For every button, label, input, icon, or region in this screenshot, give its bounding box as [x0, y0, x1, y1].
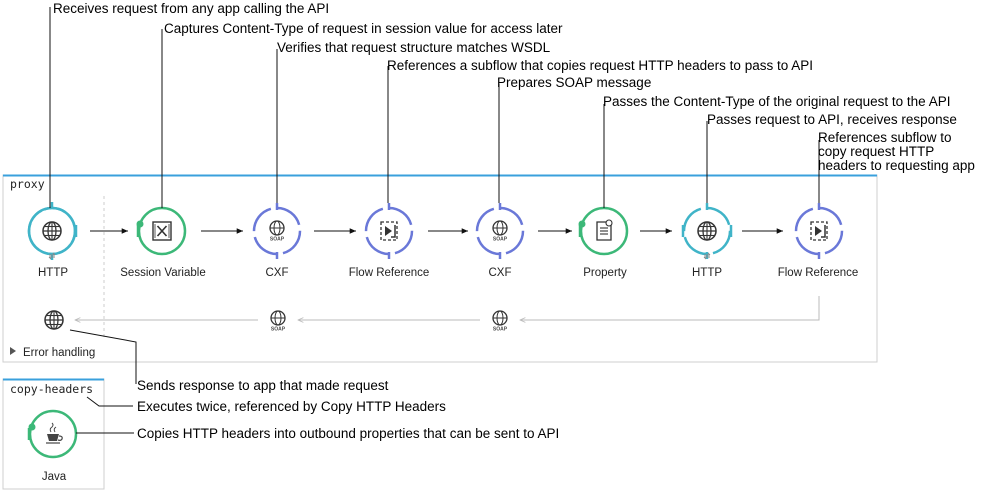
flow-reference-icon [380, 221, 398, 241]
globe-icon [697, 221, 717, 241]
http-inbound-node[interactable]: HTTP [27, 202, 78, 279]
annotation-sends-response: Sends response to app that made request [137, 378, 389, 393]
cxf-node-2[interactable]: SOAP CXF [475, 203, 525, 279]
annotation-captures-content-type: Captures Content-Type of request in sess… [164, 21, 563, 36]
error-handling-toggle[interactable]: Error handling [10, 347, 95, 359]
response-soap-icon: SOAP [270, 310, 286, 333]
node-label: CXF [266, 267, 289, 279]
annotations: Receives request from any app calling th… [53, 1, 975, 441]
java-node[interactable]: Java [27, 409, 78, 483]
soap-text: SOAP [493, 237, 508, 243]
annotation-references-subflow-copy-1: References subflow to [818, 130, 952, 145]
session-variable-icon [152, 221, 172, 241]
annotation-leaders [49, 7, 820, 434]
flow-reference-node-1[interactable]: Flow Reference [349, 203, 430, 279]
node-label: Session Variable [120, 267, 205, 279]
property-icon [596, 219, 613, 241]
proxy-flow[interactable]: proxy [2, 174, 878, 363]
error-handling-label: Error handling [23, 347, 95, 359]
exchange-pattern-icon [48, 252, 56, 260]
annotation-references-subflow-copy-3: headers to requesting app [818, 158, 975, 173]
response-http-icon [44, 310, 64, 330]
soap-text: SOAP [270, 237, 285, 243]
flow-reference-icon [810, 221, 828, 241]
annotation-passes-content-type: Passes the Content-Type of the original … [603, 94, 950, 109]
annotation-receives-request: Receives request from any app calling th… [53, 1, 329, 16]
annotation-references-subflow: References a subflow that copies request… [387, 58, 813, 73]
node-label: HTTP [692, 267, 722, 279]
soap-text: SOAP [493, 327, 508, 333]
soap-text: SOAP [271, 327, 286, 333]
property-node[interactable]: Property [578, 206, 629, 279]
node-label: HTTP [38, 267, 68, 279]
annotation-verifies-wsdl: Verifies that request structure matches … [277, 40, 551, 55]
soap-globe-icon: SOAP [492, 220, 508, 243]
annotation-references-subflow-copy-2: copy request HTTP [818, 144, 934, 159]
java-cup-icon [46, 422, 63, 444]
http-outbound-node[interactable]: HTTP [681, 203, 733, 279]
response-soap-icon: SOAP [492, 310, 508, 333]
node-label: Flow Reference [349, 267, 430, 279]
node-label: CXF [489, 267, 512, 279]
annotation-prepares-soap: Prepares SOAP message [497, 75, 651, 90]
proxy-flow-name: proxy [10, 177, 45, 191]
annotation-passes-request: Passes request to API, receives response [707, 112, 957, 127]
flow-reference-node-2[interactable]: Flow Reference [778, 203, 859, 279]
exchange-pattern-icon [703, 252, 711, 260]
annotation-executes-twice: Executes twice, referenced by Copy HTTP … [137, 399, 446, 414]
cxf-node-1[interactable]: SOAP CXF [252, 203, 302, 279]
copy-headers-flow[interactable]: copy-headers [2, 378, 105, 490]
node-label: Property [583, 267, 627, 279]
globe-icon [42, 221, 62, 241]
node-label: Flow Reference [778, 267, 859, 279]
copy-headers-flow-name: copy-headers [10, 382, 93, 396]
triangle-right-icon [10, 347, 16, 355]
annotation-copies-headers: Copies HTTP headers into outbound proper… [137, 426, 559, 441]
node-label: Java [42, 471, 67, 483]
response-path [75, 296, 820, 320]
soap-globe-icon: SOAP [269, 220, 285, 243]
